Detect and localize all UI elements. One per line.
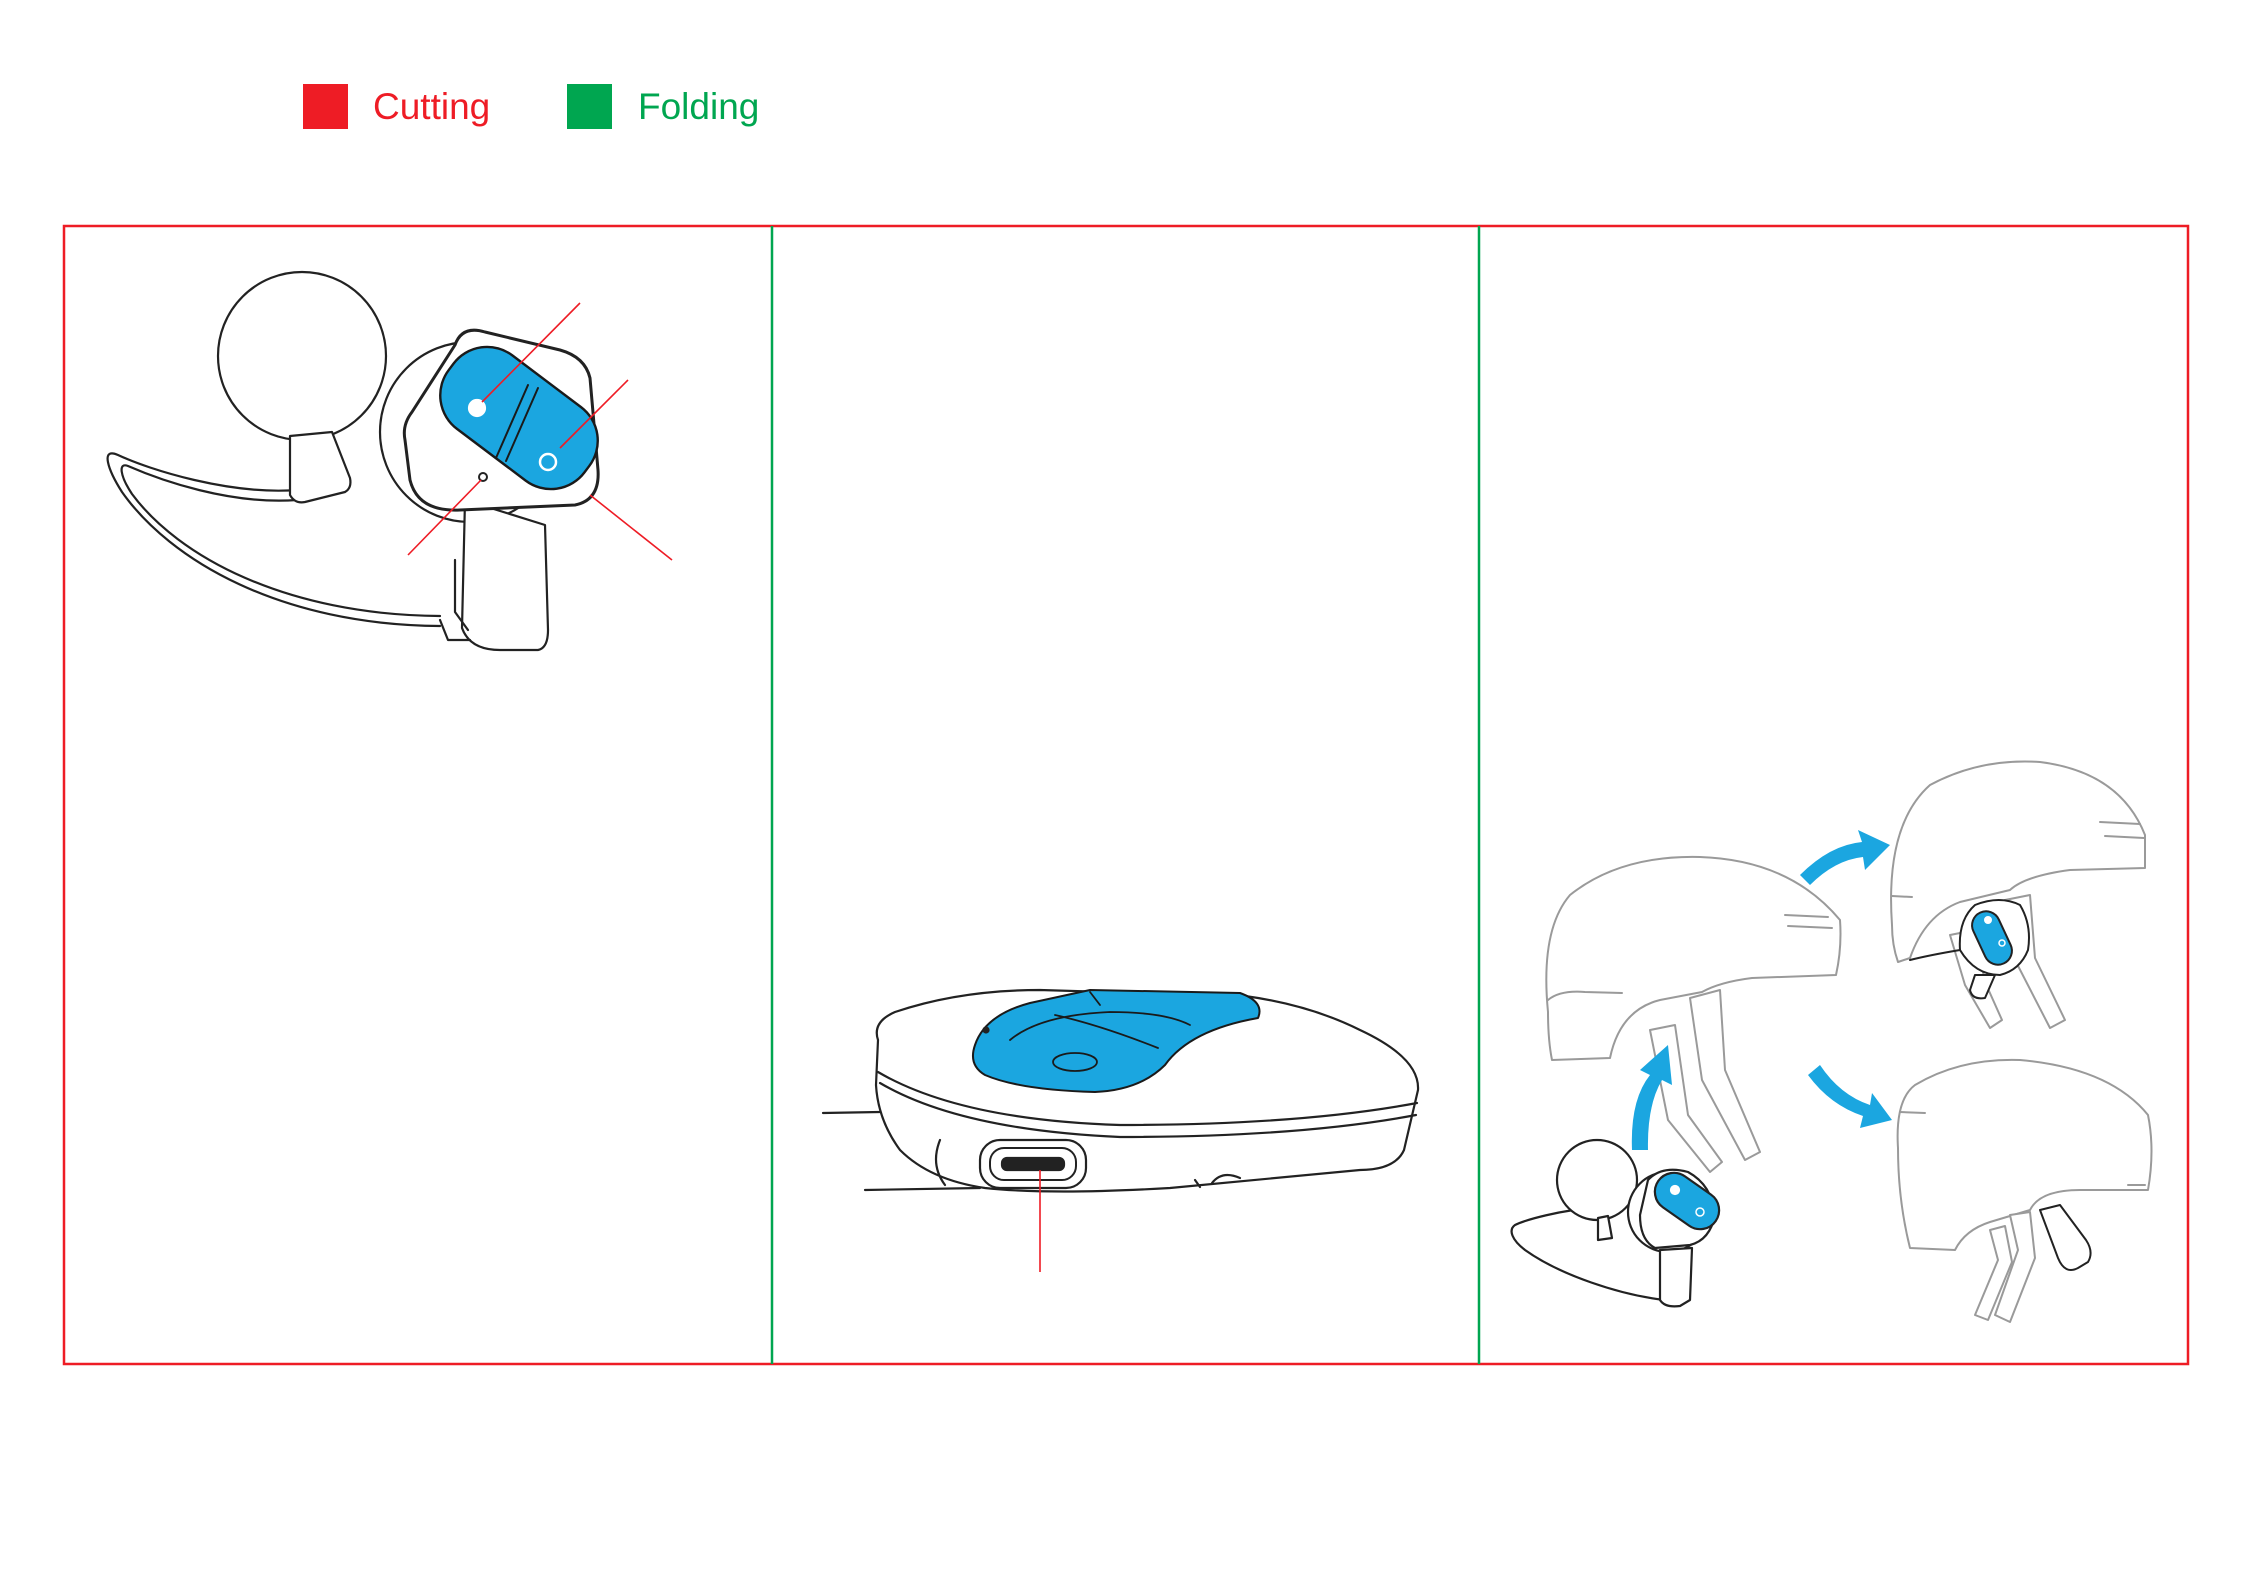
- helmet-large: [1546, 857, 1840, 1172]
- helmet-top-right: [1891, 761, 2145, 1028]
- stem: [462, 500, 548, 650]
- arrow-up-right-icon: [1800, 830, 1890, 885]
- arrow-down-right-icon: [1808, 1065, 1892, 1128]
- helmet-mounting-illustration: [1512, 761, 2152, 1322]
- small-headset-bottom: [1512, 1140, 1727, 1306]
- headset-illustration: [108, 272, 615, 650]
- neck-cable: [108, 453, 440, 626]
- cut-border: [64, 226, 2188, 1364]
- left-ear-pad: [218, 272, 386, 440]
- base-unit-illustration: [823, 990, 1418, 1192]
- helmet-bottom-right: [1898, 1060, 2152, 1322]
